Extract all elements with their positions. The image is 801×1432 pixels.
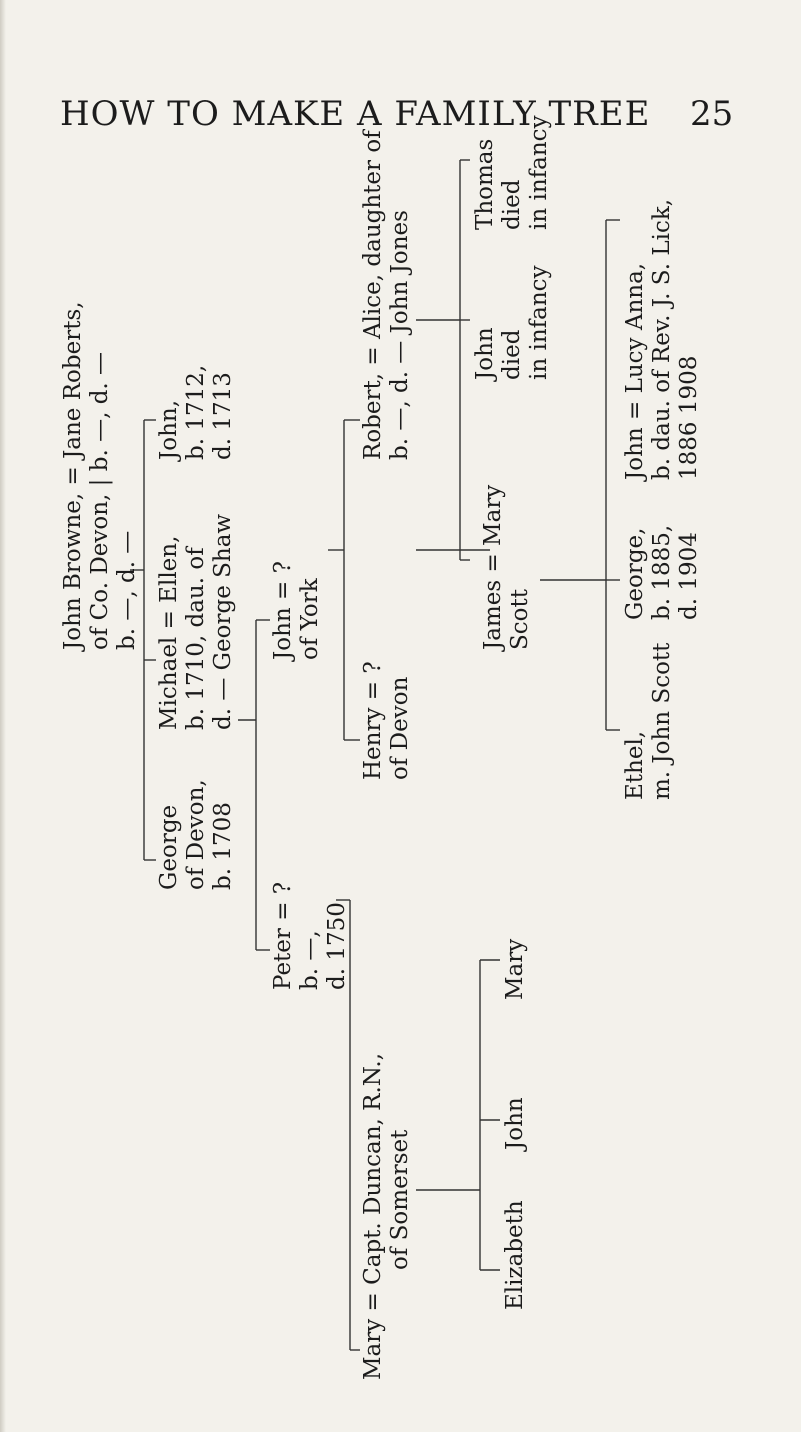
family-tree: John Browne, = Jane Roberts, of Co. Devo… (60, 115, 780, 1420)
john-died-infancy: John died in infancy (472, 265, 552, 380)
tree-lines (130, 159, 620, 1351)
michael-ellen: Michael = Ellen, b. 1710, dau. of d. — G… (156, 513, 236, 730)
henry-of-devon: Henry = ? of Devon (360, 661, 413, 780)
john-of-york: John = ? of York (270, 561, 323, 660)
ethel: Ethel, m. John Scott (622, 642, 675, 800)
john-son: John (502, 1097, 528, 1150)
james-mary-scott: James = Mary Scott (480, 484, 533, 650)
george-of-devon: George of Devon, b. 1708 (156, 779, 236, 890)
john-1712: John, b. 1712, d. 1713 (156, 364, 236, 460)
mary-daughter: Mary (502, 938, 528, 1000)
george-1885: George, b. 1885, d. 1904 (622, 524, 702, 620)
running-head: HOW TO MAKE A FAMILY TREE (60, 94, 651, 134)
thomas-died-infancy: Thomas died in infancy (472, 115, 552, 230)
john-browne-jane-roberts: John Browne, = Jane Roberts, of Co. Devo… (60, 301, 140, 650)
peter: Peter = ? b. —, d. 1750 (270, 881, 350, 990)
robert-alice: Robert, = Alice, daughter of b. —, d. — … (360, 130, 413, 460)
mary-capt-duncan: Mary = Capt. Duncan, R.N., of Somerset (360, 1052, 413, 1380)
page-edge (0, 0, 6, 1432)
page-number: 25 (690, 94, 734, 134)
elizabeth: Elizabeth (502, 1200, 528, 1310)
john-lucy-anna: John = Lucy Anna, b. dau. of Rev. J. S. … (622, 198, 702, 480)
